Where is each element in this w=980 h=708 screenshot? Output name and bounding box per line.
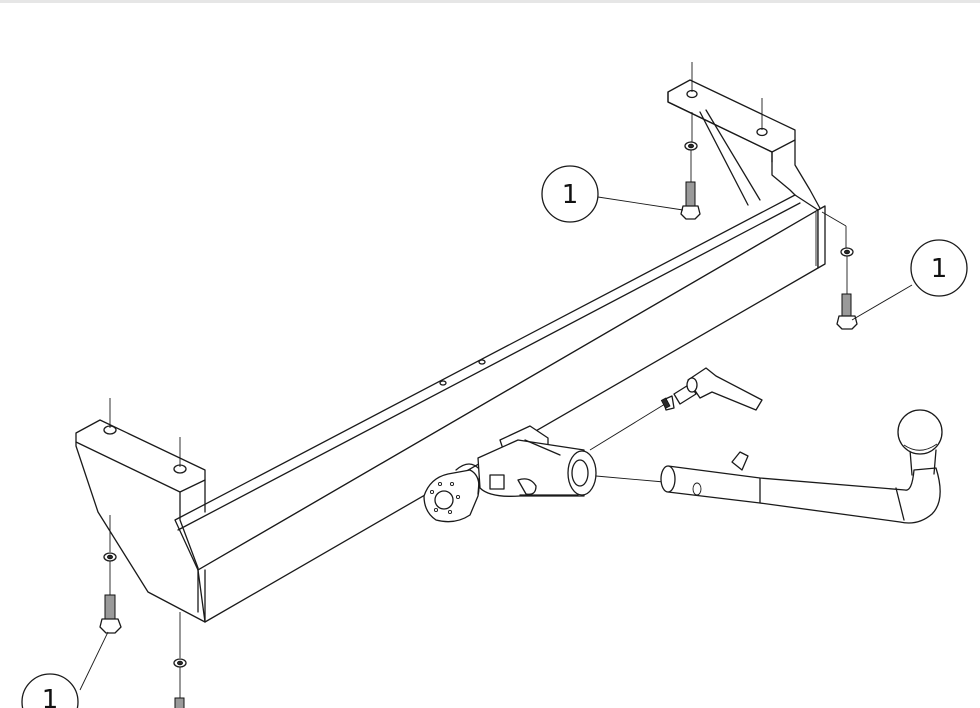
hardware-right xyxy=(821,211,858,330)
callout-label: 1 xyxy=(562,180,579,210)
bolt-icon xyxy=(841,293,852,317)
bolt-icon xyxy=(104,594,116,620)
callout-right: 1 xyxy=(910,239,968,297)
bolt-head-icon xyxy=(680,205,701,220)
main-crossbeam xyxy=(174,194,826,623)
callout-label: 1 xyxy=(42,685,59,708)
tow-ball-icon xyxy=(897,409,943,455)
callout-label: 1 xyxy=(931,254,948,284)
detachable-ball-neck xyxy=(595,409,943,524)
left-mounting-bracket xyxy=(75,398,206,623)
hardware-bottom xyxy=(173,612,187,708)
leader-line xyxy=(79,631,109,691)
leader-line xyxy=(597,196,684,211)
bolt-head-icon xyxy=(99,618,122,634)
top-border xyxy=(0,0,980,3)
bolt-head-icon xyxy=(836,315,858,330)
hardware-left xyxy=(99,515,122,634)
callout-bottom-left: 1 xyxy=(21,673,79,708)
callout-top-center: 1 xyxy=(541,165,599,223)
receiver-nut-icon xyxy=(489,474,505,490)
locking-pin-assembly xyxy=(589,367,763,451)
bolt-icon xyxy=(174,697,185,708)
socket-plate xyxy=(423,463,481,523)
hardware-top-center xyxy=(680,112,701,220)
receiver-housing xyxy=(477,425,597,497)
bolt-icon xyxy=(685,181,696,207)
leader-line xyxy=(851,284,913,321)
beam-studs xyxy=(439,359,486,386)
